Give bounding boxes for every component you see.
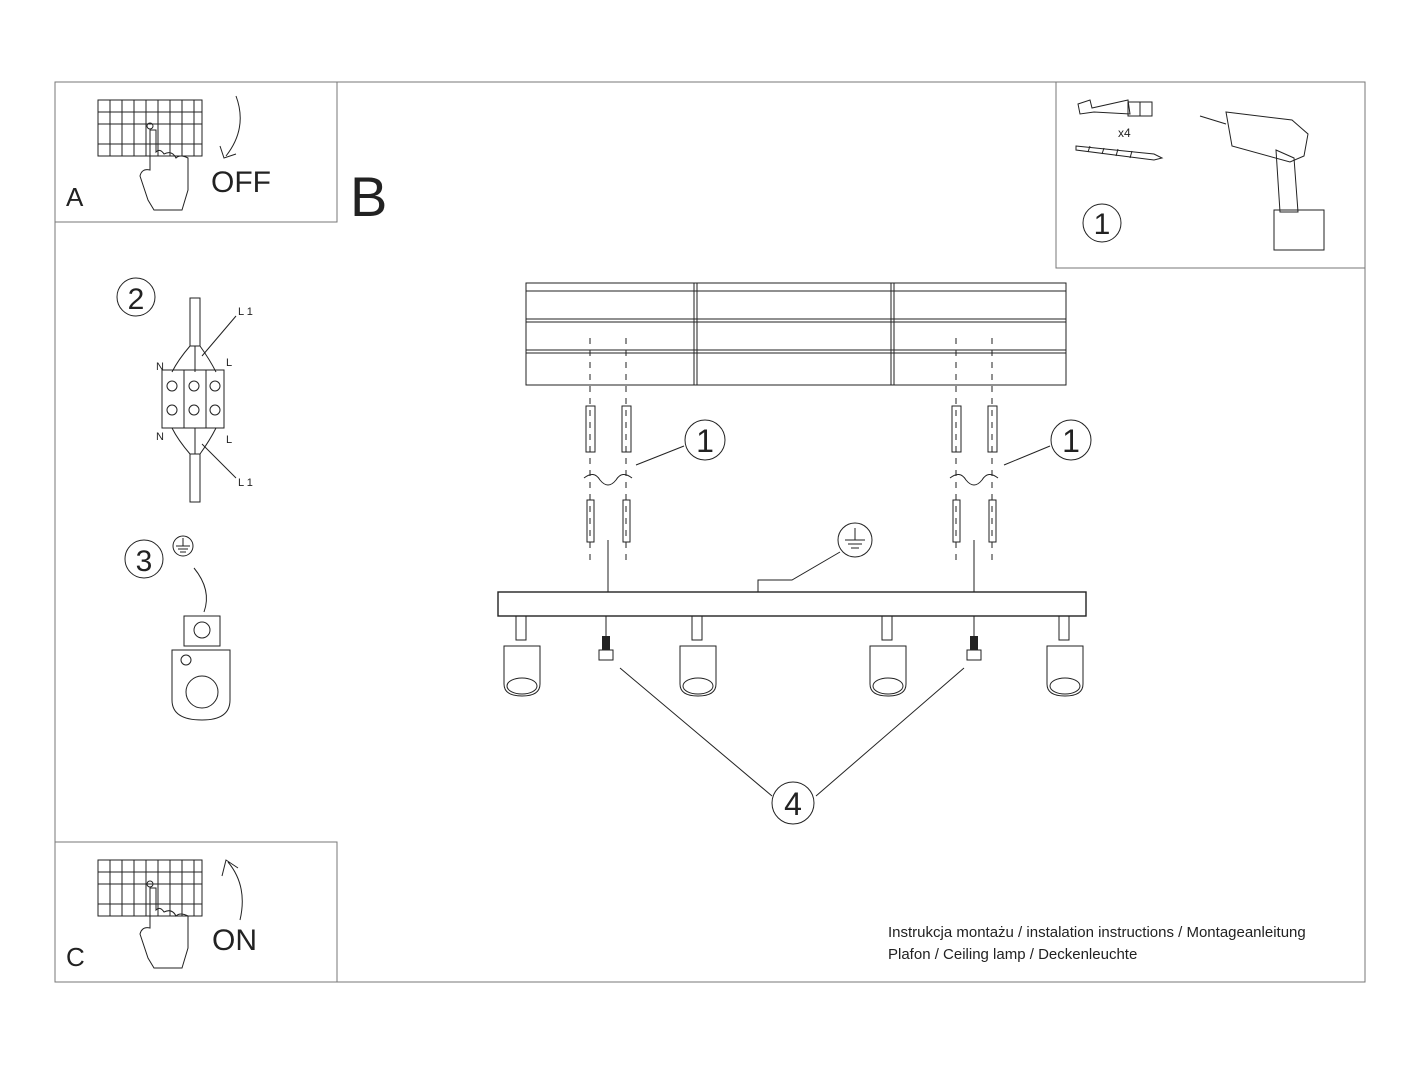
hand-icon [139,887,189,969]
screw-caps [598,616,982,661]
tools-step-number: 1 [1094,208,1111,241]
panel-a: A OFF [54,81,338,223]
callout-left-number: 1 [696,423,714,459]
wiring-step: 2 L 1 N L N L L 1 [116,277,253,503]
ground-step: 3 [124,535,231,721]
ground-step-circle [124,539,164,579]
label-l1-bottom: L 1 [238,477,253,489]
panel-a-action: OFF [211,166,271,199]
label-n-bottom: N [156,431,164,443]
label-l-bottom: L [226,434,232,446]
wiring-step-number: 2 [128,283,145,316]
drill-lines [589,338,993,560]
wiring-step-circle [116,277,156,317]
screw-icon [1075,145,1164,161]
light-bar [497,591,1087,617]
cable-top [189,297,201,347]
cable-bottom [189,453,201,503]
wall-plugs [585,405,998,453]
footer-line-2: Plafon / Ceiling lamp / Deckenleuchte [888,946,1137,963]
drill-icon [1199,111,1325,251]
footer-line-1: Instrukcja montażu / instalation instruc… [888,924,1306,941]
panel-c-letter: C [66,942,85,972]
spotlight-4 [1046,615,1084,697]
tools-count: x4 [1118,126,1131,140]
panel-c-frame [54,841,338,983]
callout-right-number: 1 [1062,423,1080,459]
label-n-top: N [156,361,164,373]
ground-step-number: 3 [136,545,153,578]
tools-step-circle [1082,203,1122,243]
panel-c-action: ON [212,924,257,957]
spotlight-2 [679,615,717,697]
label-l1-top: L 1 [238,306,253,318]
panel-a-letter: A [66,182,84,212]
arrow-down-icon [219,95,241,159]
callout-left: 1 [635,419,726,466]
bar-ground-symbol [757,522,873,592]
tools-box: x4 1 [1055,81,1366,269]
spotlights [503,615,1084,697]
callout-right: 1 [1003,419,1092,466]
wall-plug-icon [1077,99,1153,117]
ground-symbol-icon [172,535,194,557]
callout-bottom: 4 [619,667,965,825]
outer-frame [54,81,1366,983]
panel-a-frame [54,81,338,223]
spotlight-1 [503,615,541,697]
tools-frame [1055,81,1366,269]
screws [586,499,997,543]
callout-bottom-number: 4 [784,786,802,822]
hand-icon [139,129,189,211]
spotlight-3 [869,615,907,697]
ground-terminal-icon [171,615,231,721]
panel-b-letter: B [350,165,387,228]
ceiling-wall [525,282,1067,386]
label-l-top: L [226,357,232,369]
mounting-brackets [583,474,999,486]
panel-c: C ON [54,841,338,983]
terminal-block-icon [161,369,225,429]
arrow-up-icon [221,859,243,921]
